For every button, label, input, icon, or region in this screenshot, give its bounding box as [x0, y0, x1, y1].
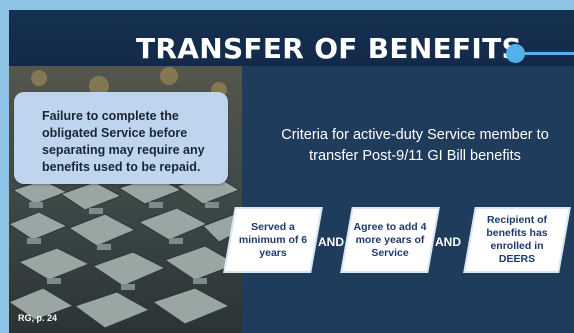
criterion-deers-enrollment: Recipient of benefits has enrolled in DE… [463, 207, 571, 273]
repayment-warning-box: Failure to complete the obligated Servic… [14, 92, 228, 184]
content-panel [242, 66, 574, 333]
title-accent-dot [506, 44, 525, 63]
top-accent-strip [0, 0, 574, 10]
criterion-service-years: Served a minimum of 6 years [223, 207, 323, 273]
title-accent-line [515, 52, 574, 55]
source-reference: RG, p. 24 [18, 313, 58, 323]
criterion-additional-service: Agree to add 4 more years of Service [340, 207, 440, 273]
and-connector-2: AND [435, 235, 461, 249]
slide-title: TRANSFER OF BENEFITS [136, 32, 523, 65]
criterion-additional-service-label: Agree to add 4 more years of Service [353, 220, 427, 259]
repayment-warning-text: Failure to complete the obligated Servic… [42, 109, 205, 174]
criterion-deers-enrollment-label: Recipient of benefits has enrolled in DE… [486, 214, 548, 265]
left-accent-strip [0, 10, 9, 333]
criteria-heading: Criteria for active-duty Service member … [281, 127, 549, 164]
and-connector-1: AND [318, 235, 344, 249]
criterion-service-years-label: Served a minimum of 6 years [238, 220, 308, 259]
title-bar: TRANSFER OF BENEFITS [9, 10, 574, 66]
